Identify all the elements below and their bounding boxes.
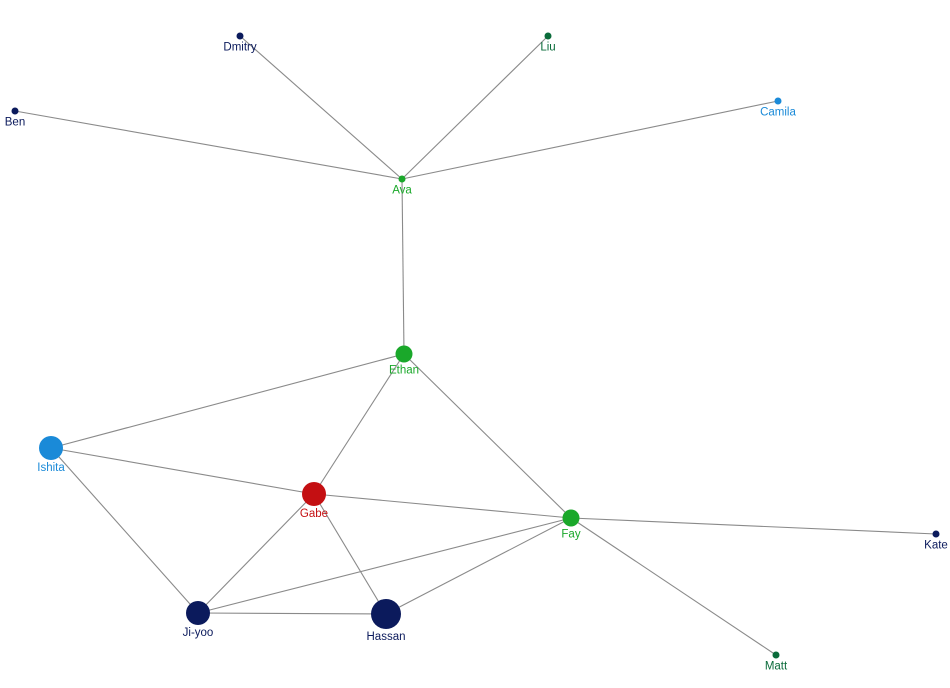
node-circle-dmitry[interactable] (236, 32, 244, 40)
node-circle-ben[interactable] (11, 107, 19, 115)
node-ishita[interactable]: Ishita (37, 436, 65, 474)
edge-ishita-gabe (50, 447, 315, 495)
node-gabe[interactable]: Gabe (300, 482, 328, 520)
edge-gabe-jiyoo (197, 493, 315, 614)
node-label-liu: Liu (540, 42, 555, 54)
node-circle-liu[interactable] (544, 32, 552, 40)
node-circle-fay[interactable] (562, 509, 580, 527)
edge-ava-ben (14, 110, 403, 180)
edge-ethan-gabe (313, 353, 405, 495)
node-label-ben: Ben (5, 117, 25, 129)
edge-gabe-fay (313, 493, 572, 519)
node-label-jiyoo: Ji-yoo (183, 627, 214, 639)
node-circle-ethan[interactable] (395, 345, 413, 363)
node-circle-hassan[interactable] (371, 599, 401, 629)
node-dmitry[interactable]: Dmitry (223, 32, 257, 54)
node-circle-ava[interactable] (398, 175, 406, 183)
node-label-dmitry: Dmitry (223, 42, 256, 54)
node-kate[interactable]: Kate (924, 530, 948, 552)
edge-fay-matt (570, 517, 777, 656)
node-label-fay: Fay (561, 529, 580, 541)
node-label-matt: Matt (765, 661, 788, 673)
edge-ava-camila (401, 100, 779, 180)
edge-fay-hassan (385, 517, 572, 615)
node-label-hassan: Hassan (367, 631, 406, 643)
node-camila[interactable]: Camila (760, 97, 796, 119)
edge-ishita-jiyoo (50, 447, 199, 614)
node-circle-matt[interactable] (772, 651, 780, 659)
edge-ethan-fay (403, 353, 572, 519)
node-label-camila: Camila (760, 107, 796, 119)
node-ava[interactable]: Ava (392, 175, 412, 197)
node-circle-camila[interactable] (774, 97, 782, 105)
edge-fay-jiyoo (197, 517, 572, 614)
node-circle-jiyoo[interactable] (186, 601, 210, 625)
edge-layer (14, 35, 937, 656)
node-circle-gabe[interactable] (302, 482, 326, 506)
node-label-ava: Ava (392, 185, 412, 197)
node-label-ishita: Ishita (37, 462, 65, 474)
node-ethan[interactable]: Ethan (389, 345, 419, 377)
node-label-kate: Kate (924, 540, 948, 552)
edge-ava-liu (401, 35, 549, 180)
node-circle-ishita[interactable] (39, 436, 63, 460)
node-fay[interactable]: Fay (561, 509, 581, 541)
node-jiyoo[interactable]: Ji-yoo (183, 601, 214, 639)
node-label-ethan: Ethan (389, 365, 419, 377)
node-circle-kate[interactable] (932, 530, 940, 538)
node-label-gabe: Gabe (300, 508, 328, 520)
node-hassan[interactable]: Hassan (367, 599, 406, 643)
edge-jiyoo-hassan (197, 612, 387, 615)
edge-ava-ethan (401, 178, 405, 355)
node-ben[interactable]: Ben (5, 107, 25, 129)
node-matt[interactable]: Matt (765, 651, 788, 673)
edge-ava-dmitry (239, 35, 403, 180)
node-liu[interactable]: Liu (540, 32, 556, 54)
edge-gabe-hassan (313, 493, 387, 615)
edge-fay-kate (570, 517, 937, 535)
edge-ethan-ishita (50, 353, 405, 449)
